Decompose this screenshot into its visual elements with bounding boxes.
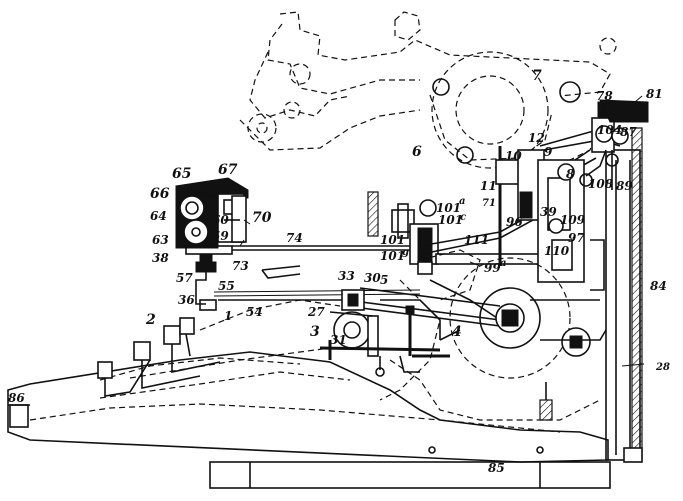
connecting-rods: [213, 245, 501, 327]
label-67: 67: [218, 162, 238, 178]
label-65: 65: [172, 166, 191, 182]
label-38: 38: [152, 251, 169, 265]
label-101a-sup: a: [459, 196, 465, 207]
label-1: 1: [224, 309, 232, 323]
label-66: 66: [150, 186, 170, 202]
label-11: 11: [480, 179, 497, 193]
label-111: 111: [464, 233, 489, 247]
label-39: 39: [540, 205, 557, 219]
lever-assembly: [319, 289, 461, 377]
label-99a-sup: a: [500, 258, 506, 269]
label-9: 9: [544, 145, 553, 159]
label-4: 4: [452, 324, 462, 340]
label-86: 86: [8, 391, 25, 405]
label-33: 33: [338, 269, 355, 283]
label-101a: 101: [436, 201, 461, 215]
label-89: 89: [616, 179, 633, 193]
label-101g: 101: [380, 249, 405, 263]
label-101g-sup: g: [402, 247, 409, 258]
label-6: 6: [412, 144, 422, 160]
label-96: 96: [506, 215, 523, 229]
label-101c: 101: [438, 213, 463, 227]
label-85: 85: [488, 461, 505, 475]
label-27: 27: [307, 305, 325, 319]
label-31: 31: [330, 333, 347, 347]
label-8: 8: [566, 167, 575, 181]
ribbon-box: [175, 177, 249, 311]
leader-lines: [239, 95, 645, 367]
label-63: 63: [152, 233, 169, 247]
label-70: 70: [252, 210, 272, 226]
label-84: 84: [650, 279, 667, 293]
label-57: 57: [176, 271, 193, 285]
label-99a: 99: [484, 261, 501, 275]
label-74: 74: [286, 231, 303, 245]
label-59: 59: [212, 229, 229, 243]
label-104: 104: [597, 123, 622, 137]
label-78: 78: [596, 89, 613, 103]
label-3: 3: [310, 324, 320, 340]
lower-wheel: [449, 257, 607, 421]
label-81: 81: [646, 87, 663, 101]
reference-labels: 7 6 81 78 104 87 89 12 9 10 8 108 11 71 …: [8, 68, 670, 475]
base-frame: [7, 127, 643, 489]
label-36: 36: [178, 293, 195, 307]
label-64: 64: [150, 209, 167, 223]
central-mechanism: [367, 99, 649, 421]
label-101: 101: [380, 233, 405, 247]
label-109: 109: [560, 213, 586, 227]
label-110: 110: [544, 244, 570, 258]
label-5: 5: [380, 273, 388, 287]
label-54: 54: [246, 305, 263, 319]
label-60: 60: [212, 213, 229, 227]
label-7: 7: [532, 68, 542, 84]
label-108: 108: [588, 177, 614, 191]
label-87: 87: [620, 125, 637, 139]
label-73: 73: [232, 259, 249, 273]
label-101c-sup: c: [460, 212, 466, 223]
label-30: 30: [364, 271, 381, 285]
label-10: 10: [505, 149, 522, 163]
label-71: 71: [482, 198, 496, 209]
label-97: 97: [568, 231, 585, 245]
label-2: 2: [145, 312, 156, 328]
label-28: 28: [655, 362, 670, 373]
label-55: 55: [218, 279, 235, 293]
key-levers: [97, 299, 351, 399]
carriage-phantom: [239, 11, 617, 169]
label-12: 12: [528, 131, 545, 145]
